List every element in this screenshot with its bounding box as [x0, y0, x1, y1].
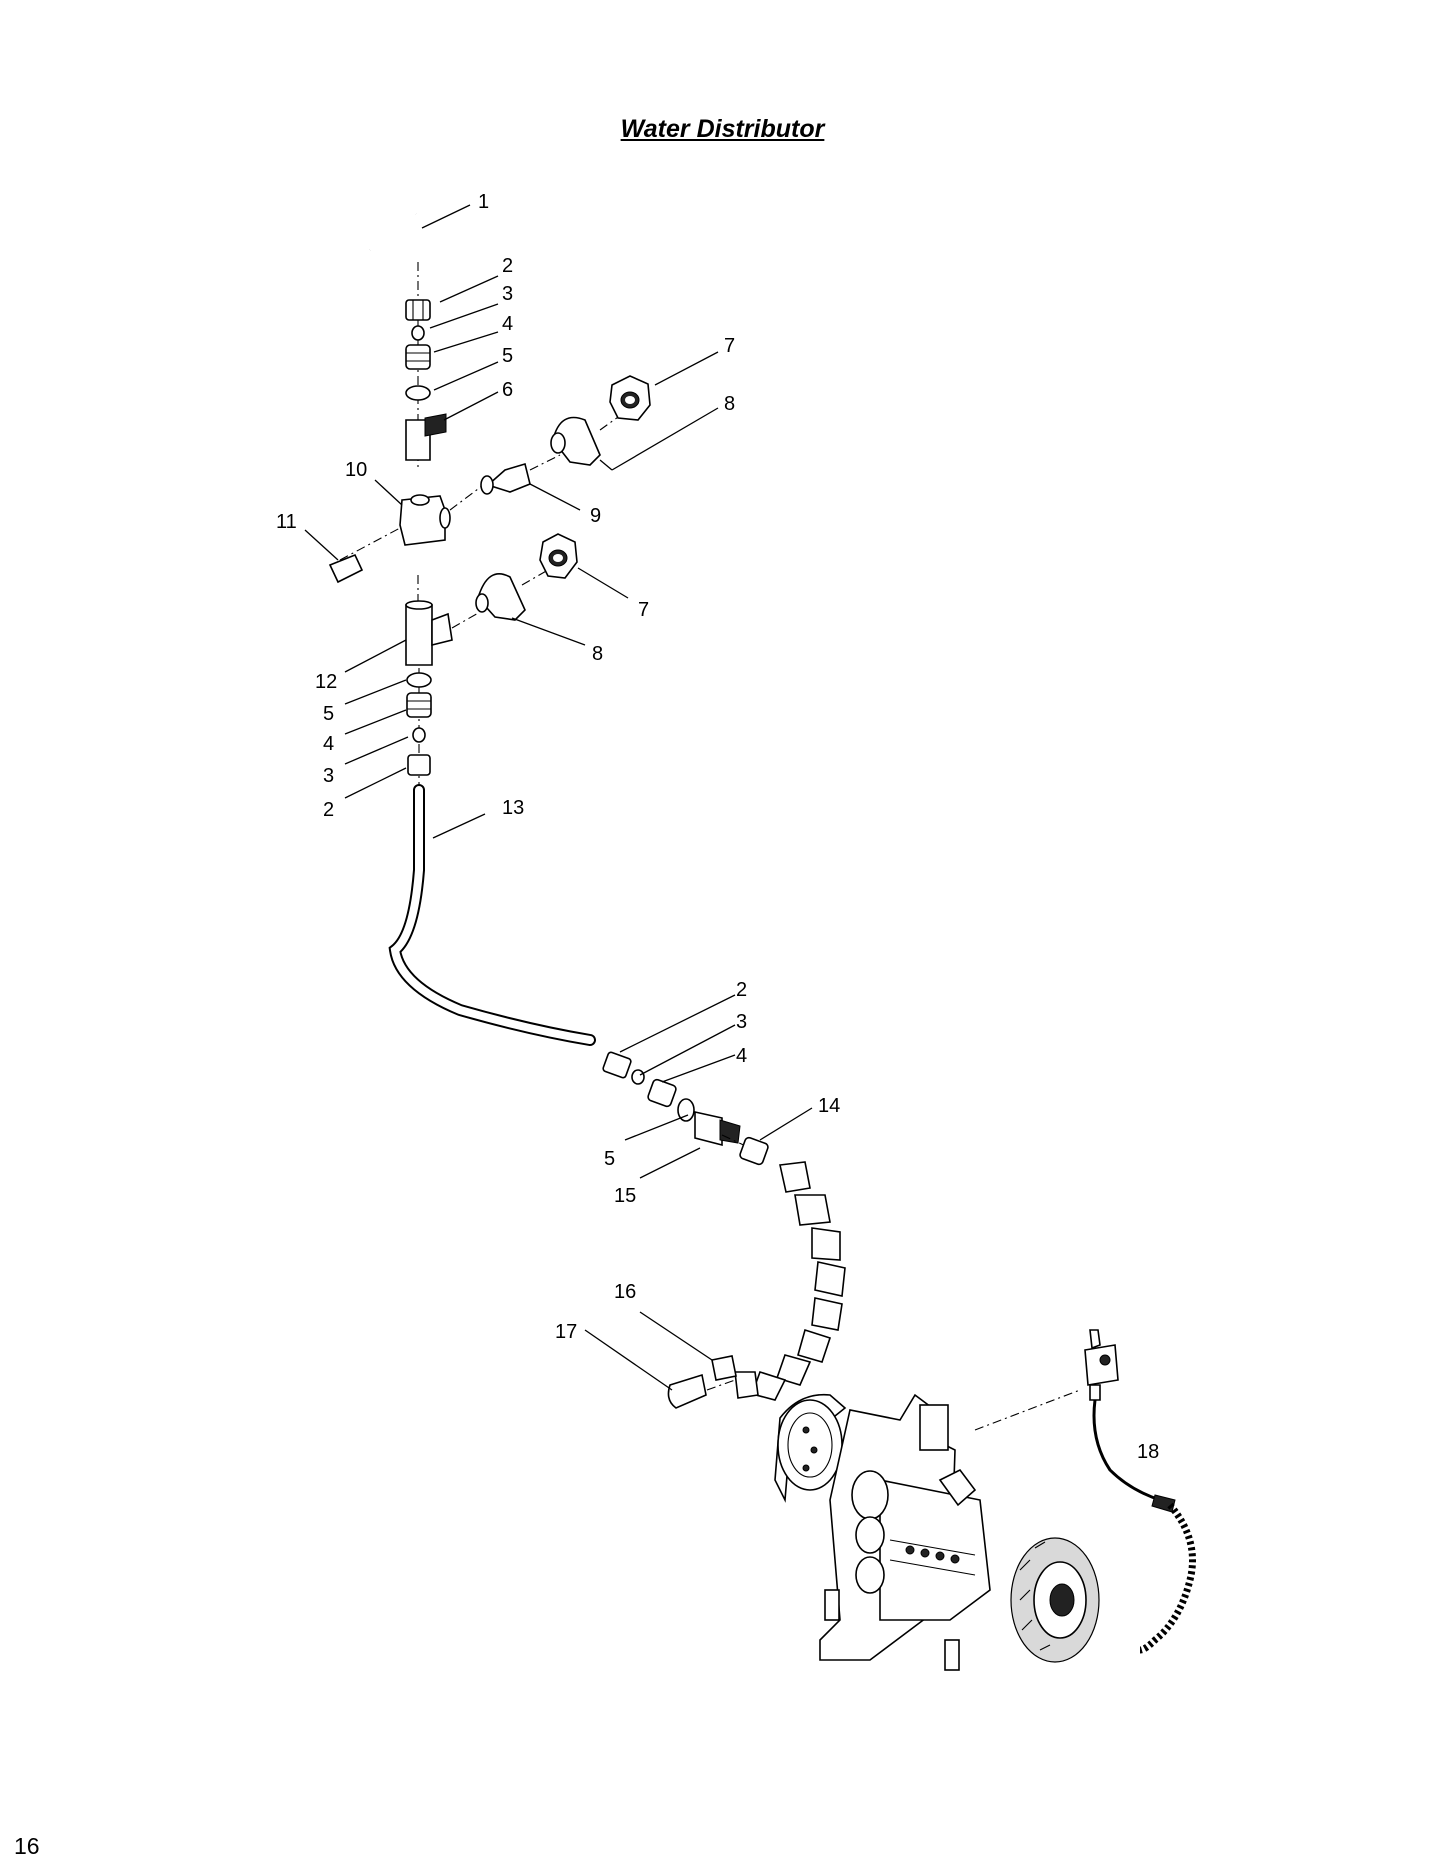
part-connector-top [405, 344, 431, 370]
part-flex-tip [734, 1371, 759, 1399]
part-sleeve-low [631, 1069, 645, 1085]
part-gasket-lower [539, 533, 578, 579]
callout-2: 2 [502, 255, 513, 277]
callout-8b: 8 [592, 643, 603, 665]
callout-labels: 1 2 3 4 5 6 7 8 9 10 11 7 8 12 5 4 3 2 1… [276, 191, 1159, 1463]
callout-14: 14 [818, 1095, 840, 1117]
part-elbow-low [739, 1136, 769, 1166]
callout-11: 11 [276, 511, 297, 533]
part-valve-low [694, 1111, 741, 1147]
callout-4: 4 [502, 313, 513, 335]
part-coupler-upper [550, 416, 601, 466]
callout-5b: 5 [323, 703, 334, 725]
part-nut-low [602, 1051, 632, 1079]
part-tee [405, 600, 453, 666]
callout-8: 8 [724, 393, 735, 415]
part-sleeve-mid [412, 727, 426, 743]
part-nozzle [667, 1373, 707, 1409]
page-title: Water Distributor [620, 115, 825, 143]
part-adapter [480, 462, 531, 495]
callout-7b: 7 [638, 599, 649, 621]
callout-17: 17 [555, 1321, 577, 1343]
part-flex-hose [750, 1161, 846, 1401]
part-sleeve-top [411, 325, 425, 341]
callout-5: 5 [502, 345, 513, 367]
part-nut-mid [407, 754, 431, 776]
callout-12: 12 [315, 671, 337, 693]
part-bent-tube [369, 213, 422, 253]
callout-3b: 3 [323, 765, 334, 787]
callout-4c: 4 [736, 1045, 747, 1067]
callout-15: 15 [614, 1185, 636, 1207]
callout-16: 16 [614, 1281, 636, 1303]
part-nipple [328, 553, 364, 584]
callout-18: 18 [1137, 1441, 1159, 1463]
part-nut-top [405, 299, 431, 321]
part-valve-top [405, 413, 447, 461]
callout-6: 6 [502, 379, 513, 401]
part-sensor-assembly [1084, 1329, 1196, 1654]
callout-2c: 2 [736, 979, 747, 1001]
callout-4b: 4 [323, 733, 334, 755]
wheel-icon [1010, 1537, 1100, 1663]
part-oring-low [677, 1098, 695, 1122]
leader-lines [304, 204, 813, 1391]
callout-2b: 2 [323, 799, 334, 821]
part-oring-mid [406, 672, 432, 688]
part-long-tube [388, 784, 596, 1046]
callout-5c: 5 [604, 1148, 615, 1170]
callout-7: 7 [724, 335, 735, 357]
callout-3c: 3 [736, 1011, 747, 1033]
part-connector-mid [406, 692, 432, 718]
callout-10: 10 [345, 459, 367, 481]
callout-9: 9 [590, 505, 601, 527]
part-coupler-lower [475, 573, 526, 621]
callout-1: 1 [478, 191, 489, 213]
part-cross-fitting [399, 494, 451, 546]
page-number: 16 [14, 1833, 40, 1859]
callout-3: 3 [502, 283, 513, 305]
part-flex-adapter [711, 1355, 737, 1381]
part-connector-low [647, 1078, 677, 1108]
part-oring-top [405, 385, 431, 401]
callout-13: 13 [502, 797, 524, 819]
machine-frame [774, 1389, 1081, 1671]
part-gasket-upper [609, 375, 651, 421]
